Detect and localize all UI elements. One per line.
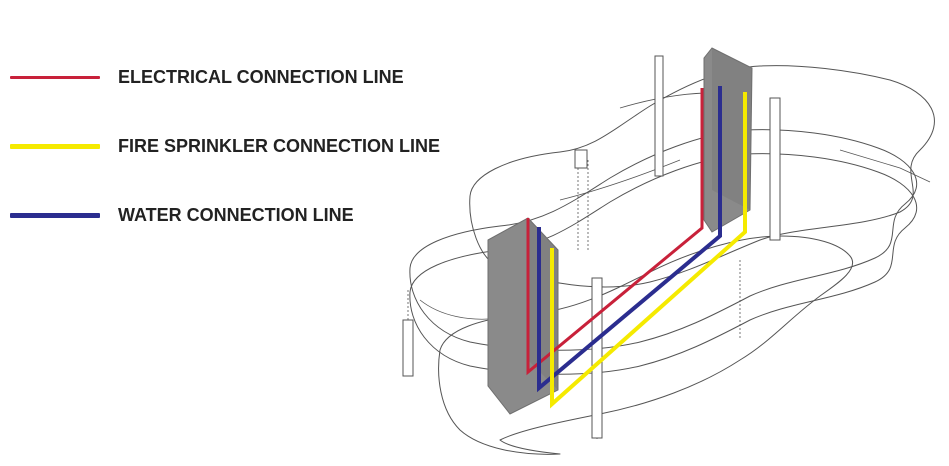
floor-plate-lower xyxy=(409,153,918,375)
legend-item-water: WATER CONNECTION LINE xyxy=(10,203,354,227)
column-1 xyxy=(654,55,664,177)
water-connection-line xyxy=(537,86,722,393)
electrical-connection-line xyxy=(526,88,704,376)
legend-swatch-water xyxy=(10,212,100,218)
legend-item-electrical: ELECTRICAL CONNECTION LINE xyxy=(10,65,404,89)
column-2 xyxy=(591,277,603,439)
legend-label-water: WATER CONNECTION LINE xyxy=(118,204,354,225)
floor-plates xyxy=(409,65,935,455)
connection-lines xyxy=(526,86,747,409)
column-5 xyxy=(574,149,588,169)
column-3 xyxy=(769,97,781,241)
floor-edge-right xyxy=(839,149,931,183)
floor-inner-curve-center xyxy=(559,159,681,201)
legend-swatch-fire-sprinkler xyxy=(10,143,100,149)
legend-swatch-electrical xyxy=(10,75,100,79)
legend-label-fire-sprinkler: FIRE SPRINKLER CONNECTION LINE xyxy=(118,135,441,156)
floor-plate-bottom xyxy=(438,235,854,455)
legend-item-fire-sprinkler: FIRE SPRINKLER CONNECTION LINE xyxy=(10,134,440,158)
floor-plate-middle xyxy=(409,129,918,351)
fire-sprinkler-connection-line xyxy=(550,92,747,409)
legend-label-electrical: ELECTRICAL CONNECTION LINE xyxy=(118,66,404,87)
floor-plate-top xyxy=(469,65,935,288)
column-4 xyxy=(402,319,414,377)
shaft-right xyxy=(703,47,753,233)
